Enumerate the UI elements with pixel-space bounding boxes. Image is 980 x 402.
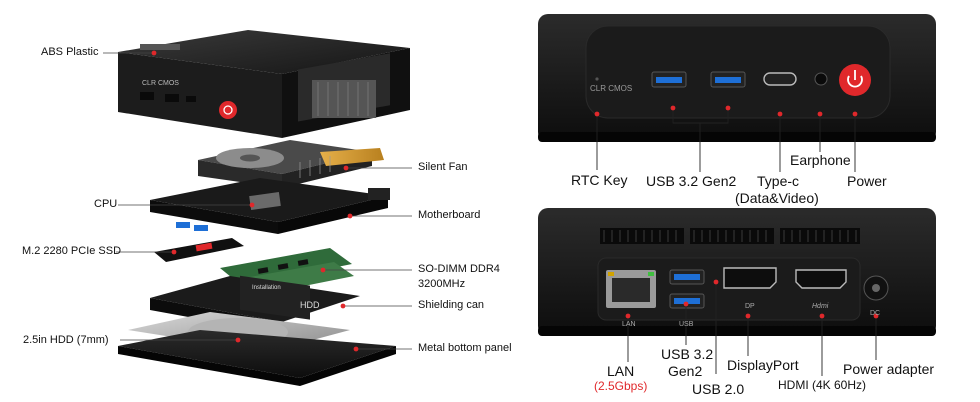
rear-panel-image bbox=[538, 208, 936, 336]
front-panel-image bbox=[538, 14, 936, 142]
label-typec-2: (Data&Video) bbox=[735, 190, 819, 206]
label-power-adapter: Power adapter bbox=[843, 361, 935, 377]
label-lan: LAN bbox=[607, 363, 635, 379]
label-motherboard: Motherboard bbox=[418, 209, 481, 221]
clr-cmos-text: CLR CMOS bbox=[590, 84, 633, 93]
ssd-image bbox=[154, 238, 244, 262]
label-m2-ssd: M.2 2280 PCIe SSD bbox=[22, 245, 122, 257]
label-power: Power bbox=[847, 173, 887, 189]
fan-image bbox=[198, 140, 384, 188]
label-bottom-panel: Metal bottom panel bbox=[418, 342, 512, 354]
port-lan-text: LAN bbox=[622, 321, 636, 328]
label-hdd: 2.5in HDD (7mm) bbox=[23, 334, 109, 346]
label-lan-speed: (2.5Gbps) bbox=[594, 379, 648, 393]
label-typec-1: Type-c bbox=[757, 173, 800, 189]
label-abs-plastic: ABS Plastic bbox=[41, 46, 99, 58]
label-usb32-rear-2: Gen2 bbox=[668, 363, 703, 379]
label-usb32-rear-1: USB 3.2 bbox=[661, 346, 714, 362]
label-shielding-can: Shielding can bbox=[418, 299, 485, 311]
hdd-sticker-text: HDD bbox=[300, 300, 320, 310]
port-dp-text: DP bbox=[745, 303, 755, 310]
motherboard-image bbox=[150, 178, 390, 234]
label-usb20: USB 2.0 bbox=[692, 381, 745, 397]
label-hdmi: HDMI (4K 60Hz) bbox=[778, 378, 867, 392]
label-displayport: DisplayPort bbox=[727, 357, 799, 373]
port-hdmi-text: Hdmi bbox=[812, 303, 829, 310]
case-clr-text: CLR CMOS bbox=[142, 80, 179, 87]
label-usb32-front: USB 3.2 Gen2 bbox=[646, 173, 737, 189]
label-earphone: Earphone bbox=[790, 152, 851, 168]
label-silent-fan: Silent Fan bbox=[418, 161, 468, 173]
label-rtc-key: RTC Key bbox=[571, 172, 628, 188]
port-usb-text: USB bbox=[679, 321, 694, 328]
bottom-panel-image bbox=[118, 330, 396, 386]
label-cpu: CPU bbox=[94, 198, 118, 210]
installation-text: Installation bbox=[252, 285, 281, 291]
label-sodimm-1: SO-DIMM DDR4 bbox=[418, 263, 500, 275]
label-sodimm-2: 3200MHz bbox=[418, 278, 466, 290]
port-dc-text: DC bbox=[870, 310, 881, 317]
top-case-image bbox=[118, 30, 410, 138]
